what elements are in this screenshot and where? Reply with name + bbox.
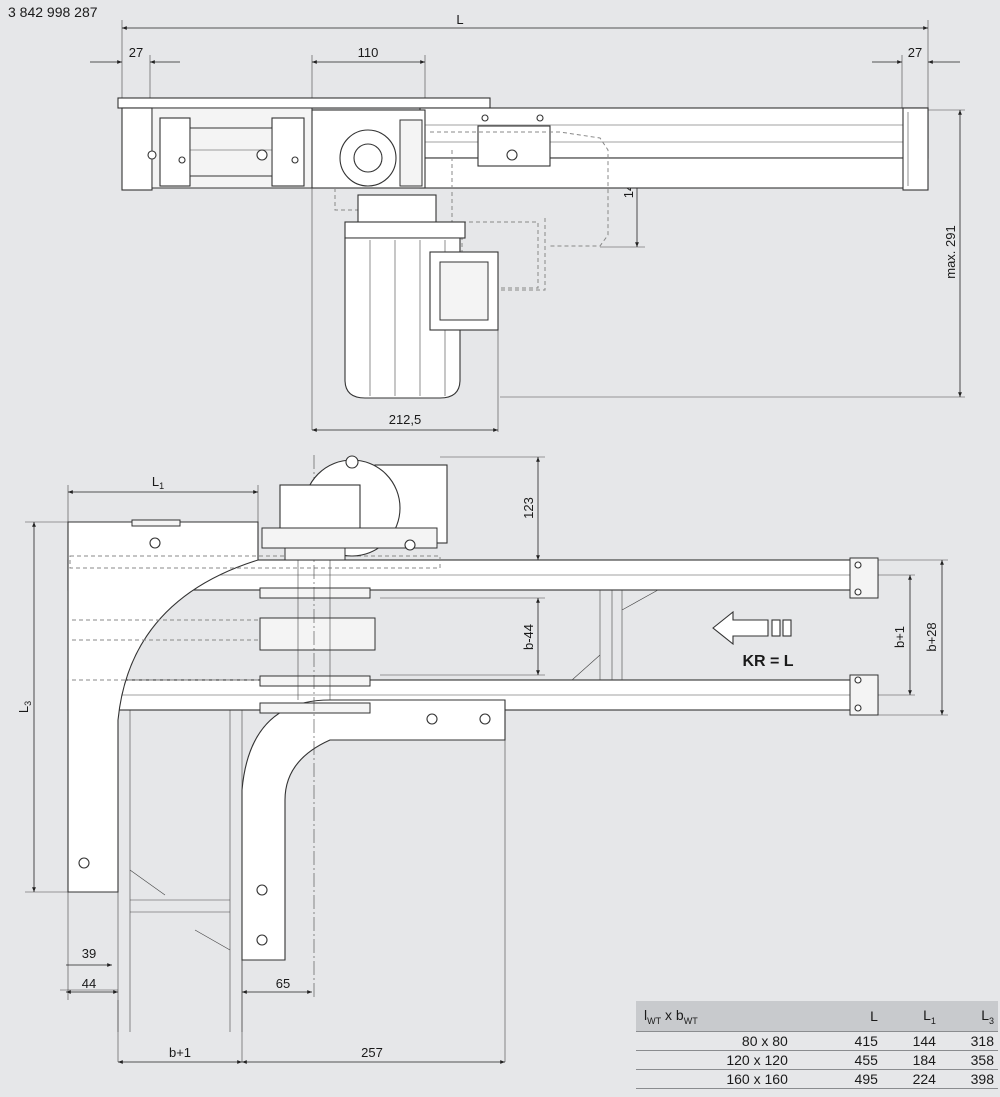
dim-27-right-label: 27 <box>908 45 922 60</box>
dim-b-plus-1-bottom-label: b+1 <box>169 1045 191 1060</box>
cell-L1: 224 <box>881 1069 940 1089</box>
dim-27-left-label: 27 <box>129 45 143 60</box>
header-L3: L3 <box>939 1001 998 1032</box>
dim-L1-label: L1 <box>152 474 164 491</box>
table-header-row: lWT x bWT L L1 L3 <box>636 1001 998 1032</box>
dim-L-label: L <box>456 12 463 27</box>
cell-L1: 184 <box>881 1050 940 1070</box>
dim-b-44-label: b-44 <box>521 624 536 650</box>
cell-L3: 398 <box>939 1069 998 1089</box>
dim-max-291-label: max. 291 <box>943 225 958 278</box>
cell-size: 120 x 120 <box>636 1050 824 1070</box>
table-row: 80 x 80 415 144 318 <box>636 1031 998 1051</box>
cell-size: 80 x 80 <box>636 1031 824 1051</box>
plan-view: L1 123 b-44 b+1 b+28 L3 39 44 65 b+1 257 <box>16 455 948 1064</box>
cell-size: 160 x 160 <box>636 1069 824 1089</box>
dim-123-label: 123 <box>521 497 536 519</box>
direction-arrow-icon <box>712 610 769 646</box>
dim-39-label: 39 <box>82 946 96 961</box>
top-view: L 27 110 27 140,2 max. 291 212,5 <box>90 12 965 432</box>
table-row: 160 x 160 495 224 398 <box>636 1069 998 1089</box>
header-L1: L1 <box>881 1001 940 1032</box>
table-row: 120 x 120 455 184 358 <box>636 1050 998 1070</box>
cell-L3: 358 <box>939 1050 998 1070</box>
dim-212-5-label: 212,5 <box>389 412 422 427</box>
cell-L3: 318 <box>939 1031 998 1051</box>
dim-65-label: 65 <box>276 976 290 991</box>
direction-label: KR = L <box>742 653 793 670</box>
dimension-table: lWT x bWT L L1 L3 80 x 80 415 144 318 12… <box>636 1001 998 1089</box>
dim-44-label: 44 <box>82 976 96 991</box>
cell-L: 415 <box>823 1031 882 1051</box>
dim-b-plus-28-label: b+28 <box>924 622 939 651</box>
dim-110-label: 110 <box>358 45 379 60</box>
header-size: lWT x bWT <box>636 1001 824 1032</box>
header-L: L <box>823 1001 882 1032</box>
cell-L: 495 <box>823 1069 882 1089</box>
dim-257-label: 257 <box>361 1045 383 1060</box>
dim-L3-label: L3 <box>16 701 33 713</box>
dim-b-plus-1-right-label: b+1 <box>892 626 907 648</box>
cell-L: 455 <box>823 1050 882 1070</box>
part-number: 3 842 998 287 <box>8 4 98 20</box>
cell-L1: 144 <box>881 1031 940 1051</box>
